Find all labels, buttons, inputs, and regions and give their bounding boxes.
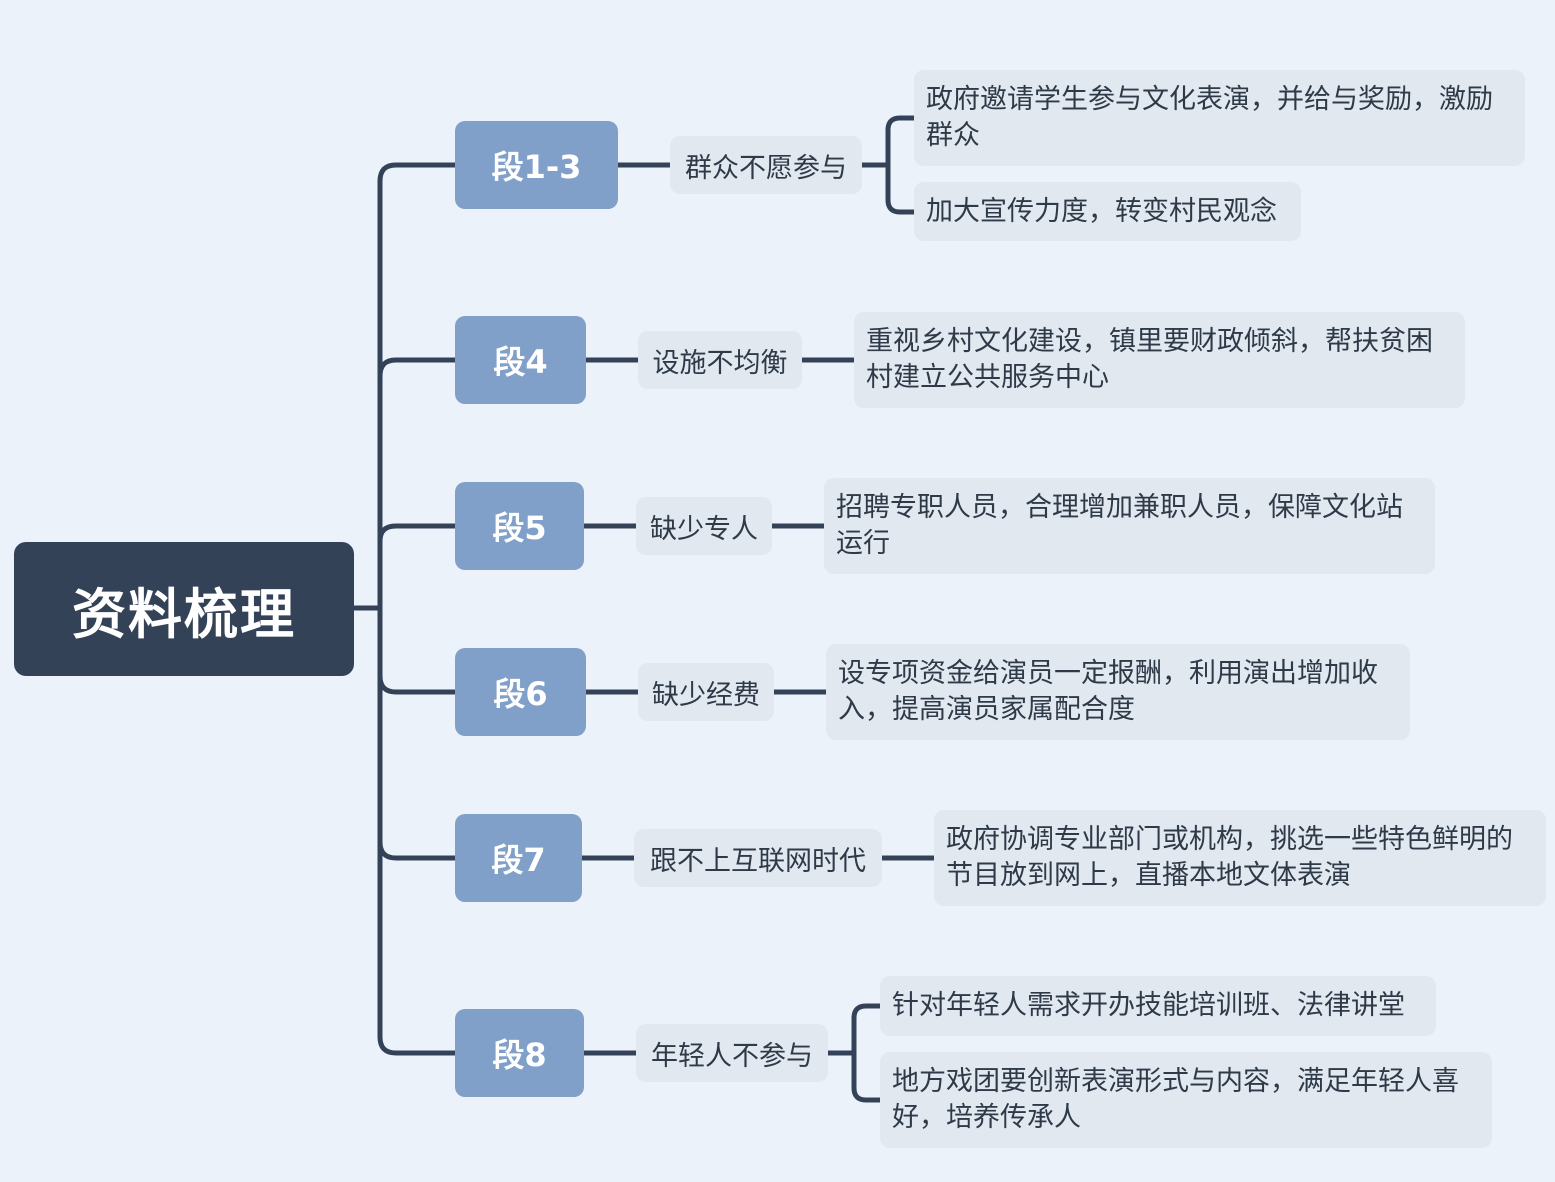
solution-node[interactable]: 政府协调专业部门或机构，挑选一些特色鲜明的节目放到网上，直播本地文体表演 xyxy=(934,810,1546,906)
solution-node[interactable]: 招聘专职人员，合理增加兼职人员，保障文化站运行 xyxy=(824,478,1435,574)
issue-node[interactable]: 年轻人不参与 xyxy=(636,1024,828,1082)
issue-node[interactable]: 设施不均衡 xyxy=(638,331,802,389)
issue-node[interactable]: 缺少经费 xyxy=(638,663,774,721)
section-node[interactable]: 段7 xyxy=(455,814,582,902)
solution-node[interactable]: 重视乡村文化建设，镇里要财政倾斜，帮扶贫困村建立公共服务中心 xyxy=(854,312,1465,408)
solution-node[interactable]: 设专项资金给演员一定报酬，利用演出增加收入，提高演员家属配合度 xyxy=(826,644,1410,740)
section-node[interactable]: 段5 xyxy=(455,482,584,570)
section-node[interactable]: 段8 xyxy=(455,1009,584,1097)
section-node[interactable]: 段6 xyxy=(455,648,586,736)
section-node[interactable]: 段4 xyxy=(455,316,586,404)
section-node[interactable]: 段1-3 xyxy=(455,121,618,209)
solution-node[interactable]: 针对年轻人需求开办技能培训班、法律讲堂 xyxy=(880,976,1436,1036)
spine-connector xyxy=(377,162,458,1056)
solution-node[interactable]: 加大宣传力度，转变村民观念 xyxy=(914,182,1301,241)
solution-node[interactable]: 政府邀请学生参与文化表演，并给与奖励，激励群众 xyxy=(914,70,1525,166)
issue-node[interactable]: 跟不上互联网时代 xyxy=(634,829,882,887)
issue-node[interactable]: 缺少专人 xyxy=(636,497,772,555)
root-node[interactable]: 资料梳理 xyxy=(14,542,354,676)
solution-bracket xyxy=(885,115,917,215)
branch-connector xyxy=(377,523,458,544)
branch-connector xyxy=(377,357,458,379)
solution-node[interactable]: 地方戏团要创新表演形式与内容，满足年轻人喜好，培养传承人 xyxy=(880,1052,1492,1148)
issue-node[interactable]: 群众不愿参与 xyxy=(670,136,862,194)
solution-bracket xyxy=(851,1003,883,1103)
branch-connector xyxy=(377,673,458,695)
branch-connector xyxy=(377,839,458,861)
